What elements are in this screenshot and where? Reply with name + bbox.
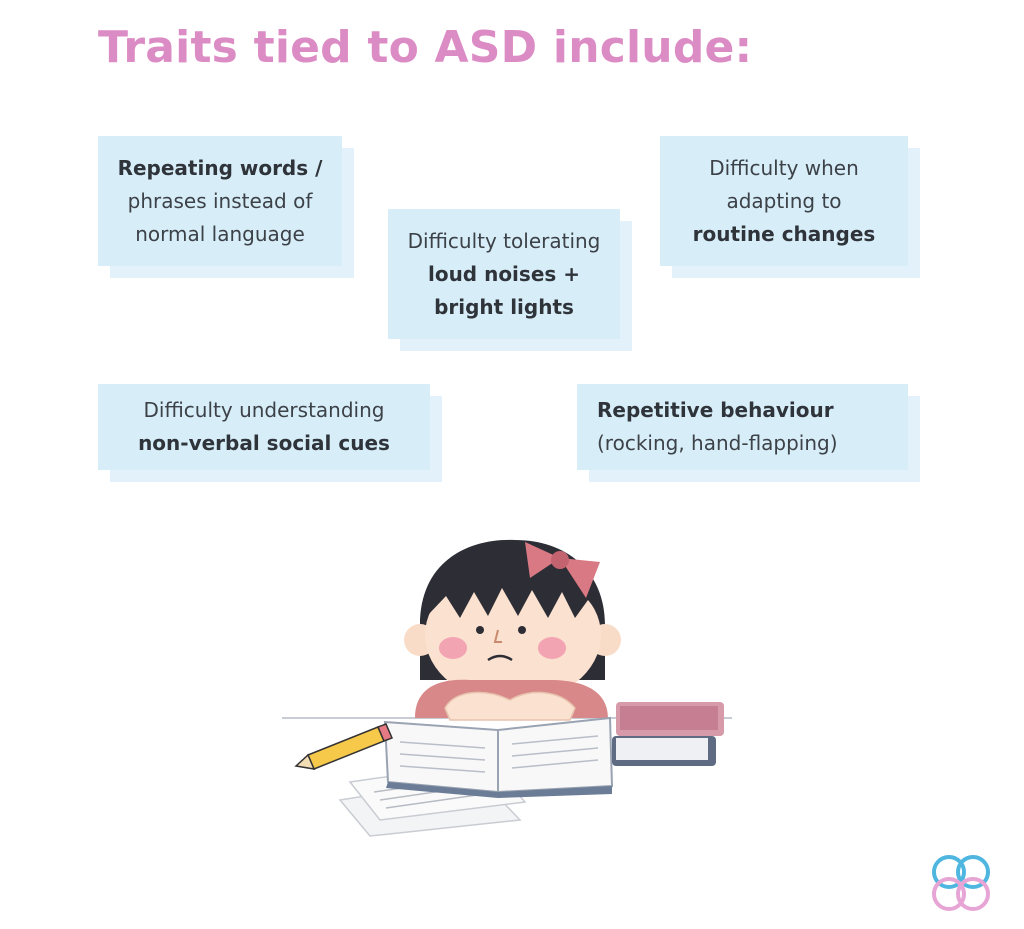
- card-face: Difficulty when adapting to routine chan…: [660, 136, 908, 266]
- brand-logo-icon: [932, 855, 990, 911]
- card-line: Repetitive behaviour: [597, 398, 834, 422]
- trait-card-social-cues: Difficulty understanding non-verbal soci…: [98, 384, 442, 482]
- page-title: Traits tied to ASD include:: [98, 22, 753, 73]
- trait-card-repeating-words: Repeating words / phrases instead of nor…: [98, 136, 354, 278]
- card-line: non-verbal social cues: [138, 431, 390, 455]
- trait-card-repetitive-behaviour: Repetitive behaviour (rocking, hand-flap…: [577, 384, 920, 482]
- trait-card-loud-noises: Difficulty tolerating loud noises + brig…: [388, 209, 632, 351]
- card-line: Repeating words /: [117, 155, 323, 180]
- card-line: phrases instead of: [127, 188, 313, 213]
- eye-left: [476, 626, 484, 634]
- card-face: Repetitive behaviour (rocking, hand-flap…: [577, 384, 908, 470]
- nose: [493, 629, 502, 643]
- card-line: Difficulty tolerating: [407, 228, 601, 253]
- card-line: normal language: [135, 221, 305, 246]
- card-face: Repeating words / phrases instead of nor…: [98, 136, 342, 266]
- trait-card-routine-changes: Difficulty when adapting to routine chan…: [660, 136, 920, 278]
- cheek-right: [538, 637, 566, 659]
- card-line: loud noises +: [427, 261, 581, 286]
- cheek-left: [439, 637, 467, 659]
- pencil: [294, 723, 393, 770]
- eye-right: [518, 626, 526, 634]
- book-stack: [612, 702, 724, 766]
- card-line: bright lights: [434, 294, 574, 319]
- card-face: Difficulty understanding non-verbal soci…: [98, 384, 430, 470]
- bangs: [428, 552, 600, 618]
- arms: [444, 691, 576, 721]
- hair-bow: [525, 542, 600, 598]
- card-line: (rocking, hand-flapping): [597, 431, 838, 455]
- mouth: [487, 654, 513, 662]
- card-line: adapting to: [726, 188, 842, 213]
- card-line: routine changes: [692, 221, 876, 246]
- girl-studying-illustration: [282, 539, 732, 837]
- open-book: [383, 716, 614, 798]
- card-face: Difficulty tolerating loud noises + brig…: [388, 209, 620, 339]
- card-line: Difficulty when: [709, 155, 859, 180]
- card-line: Difficulty understanding: [143, 398, 385, 422]
